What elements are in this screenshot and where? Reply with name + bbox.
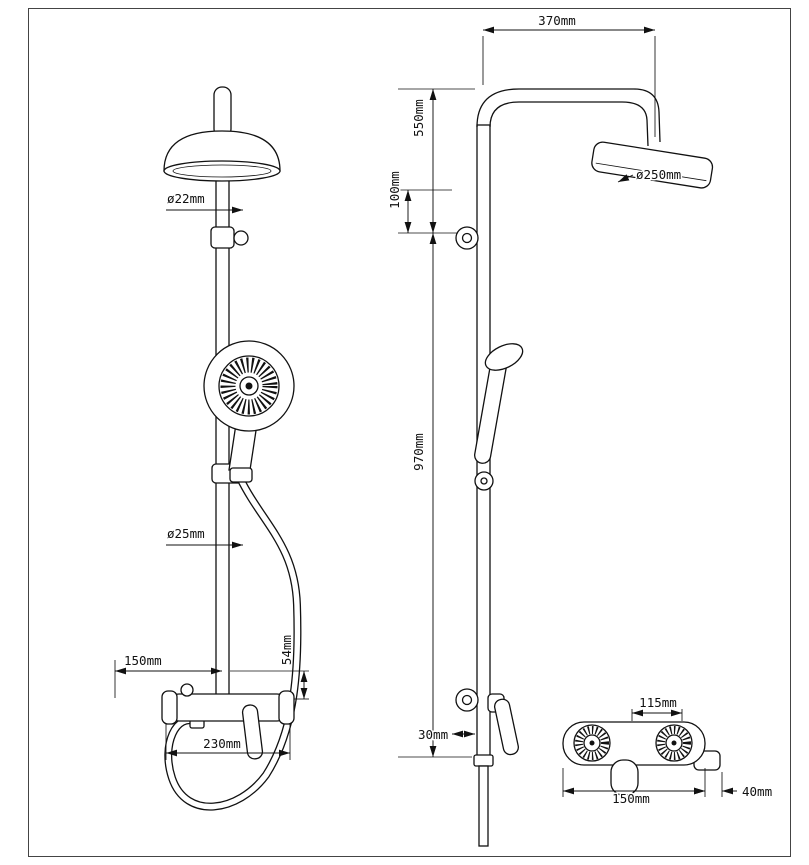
rain-shower-head-front <box>163 130 281 182</box>
dim-label-230: 230mm <box>203 736 241 751</box>
mixer-valve-front <box>161 683 295 760</box>
dim-label-100: 100mm <box>387 171 402 209</box>
mixer-lever-front <box>241 704 264 760</box>
holder-side <box>474 471 494 491</box>
dim-label-970: 970mm <box>411 433 426 471</box>
dim-label-30: 30mm <box>418 727 448 742</box>
shower-hose <box>164 476 302 811</box>
wall-bracket-bottom <box>455 688 479 712</box>
dim-label-115: 115mm <box>639 695 677 710</box>
valve-flange-left <box>573 724 611 762</box>
valve-handle <box>610 759 639 796</box>
mixer-lever-side <box>487 693 519 756</box>
dim-bracket-drop-100: 100mm <box>386 170 452 233</box>
dim-left-offset-150: 150mm <box>114 652 222 698</box>
slider-bracket <box>210 226 249 249</box>
dim-label-54: 54mm <box>279 635 294 665</box>
dim-pipe-diameter: ø25mm <box>166 525 243 549</box>
hand-shower-front <box>203 340 295 483</box>
dim-label-150-valve: 150mm <box>612 791 650 806</box>
front-view: ø22mm ø25mm 150mm 54mm 230mm <box>114 86 309 811</box>
dim-body-width-150: 150mm <box>562 768 706 808</box>
dim-label-150-front: 150mm <box>124 653 162 668</box>
dim-riser-height-970: 970mm <box>398 232 472 758</box>
dim-arm-length-370: 370mm <box>482 12 656 137</box>
valve-flange-right <box>655 724 693 762</box>
dim-label-550: 550mm <box>411 99 426 137</box>
bottom-outlet <box>473 754 494 847</box>
dim-port-spacing-115: 115mm <box>631 694 683 721</box>
dim-valve-drop-54: 54mm <box>230 633 309 700</box>
valve-detail-view: 115mm 150mm 40mm <box>562 694 774 808</box>
side-view: 370mm 550mm 100mm 970mm ø250mm 30mm <box>386 12 714 847</box>
dim-head-diameter-250: ø250mm <box>617 166 683 184</box>
dim-label-40: 40mm <box>742 784 772 799</box>
dim-label-o250: ø250mm <box>636 167 681 182</box>
dim-label-o25: ø25mm <box>167 526 205 541</box>
dim-spout-length-40: 40mm <box>691 772 774 801</box>
dim-valve-width-230: 230mm <box>165 724 291 760</box>
drawing-border <box>28 8 791 857</box>
dim-label-o22: ø22mm <box>167 191 205 206</box>
wall-bracket-top <box>455 226 479 250</box>
head-stem <box>213 86 232 138</box>
dim-bottom-offset-30: 30mm <box>417 726 475 744</box>
hand-shower-side <box>474 343 524 464</box>
dim-upper-drop-550: 550mm <box>398 88 475 233</box>
rain-shower-head-side <box>591 141 714 189</box>
top-arm <box>476 88 661 147</box>
dim-label-370: 370mm <box>538 13 576 28</box>
dim-top-pipe-diameter: ø22mm <box>166 190 243 214</box>
